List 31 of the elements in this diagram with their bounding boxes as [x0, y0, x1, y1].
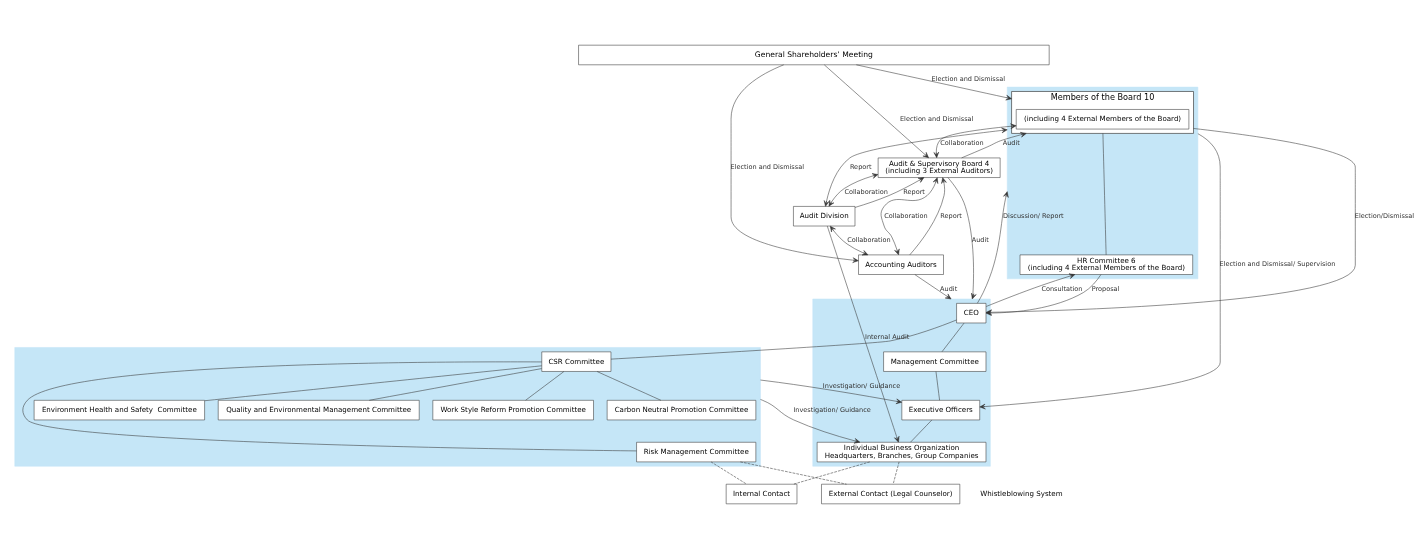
arrow — [909, 176, 947, 255]
arrow — [829, 225, 869, 255]
arrow — [986, 273, 1076, 307]
arrow — [880, 176, 939, 255]
arrow — [827, 225, 900, 442]
arrow — [947, 176, 977, 299]
arrow — [854, 176, 925, 208]
arrow — [961, 131, 1027, 158]
connector — [369, 367, 542, 401]
connector — [910, 419, 933, 442]
connector — [610, 319, 957, 359]
connector — [22, 361, 637, 451]
connector — [525, 370, 565, 400]
connector — [935, 370, 940, 400]
arrow — [977, 190, 1009, 303]
arrow — [856, 64, 1012, 100]
arrow — [933, 123, 1017, 158]
connector — [740, 461, 847, 484]
connector — [596, 370, 662, 401]
arrow — [828, 172, 879, 206]
connector — [204, 365, 542, 401]
arrow — [979, 132, 1221, 409]
cluster — [14, 346, 761, 466]
arrow — [824, 64, 929, 158]
arrow — [823, 127, 1008, 207]
arrow — [760, 398, 861, 443]
arrow — [730, 64, 859, 263]
connector — [1102, 132, 1107, 255]
arrow — [914, 273, 952, 299]
arrow — [760, 379, 902, 404]
connector — [793, 461, 871, 484]
